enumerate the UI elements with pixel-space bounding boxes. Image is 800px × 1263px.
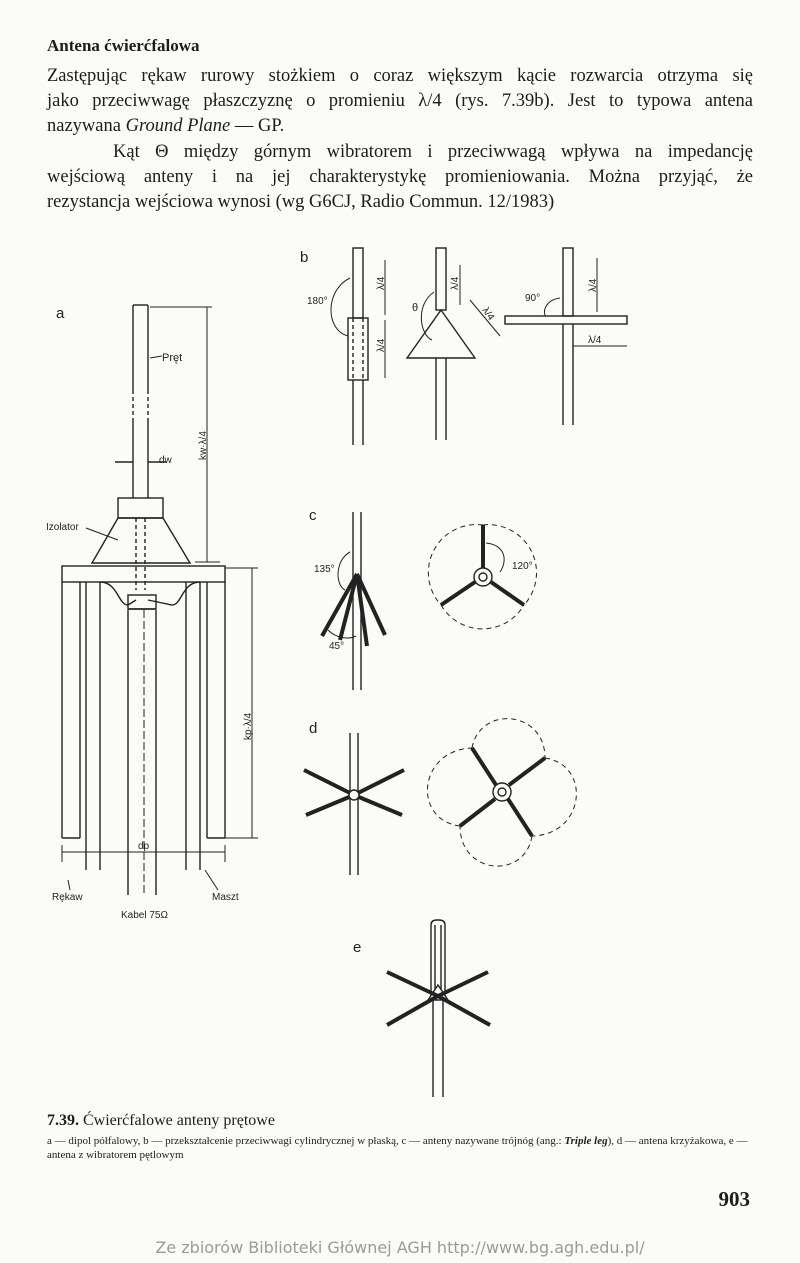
panel-c-label: c	[309, 507, 317, 524]
quarter-wave-label: λ/4	[450, 276, 461, 290]
caption-text: ), d — antena krzyżakowa, e — antena z w…	[47, 1135, 748, 1161]
panel-d-label: d	[309, 720, 317, 737]
quarter-wave-label: λ/4	[376, 338, 387, 352]
paragraph-1: Zastępując rękaw rurowy stożkiem o coraz…	[47, 64, 753, 139]
figure-panel-a	[61, 304, 258, 895]
angle-theta-label: θ	[412, 302, 418, 314]
dw-label: dw	[159, 455, 173, 466]
quarter-wave-label: λ/4	[588, 278, 599, 292]
panel-a-label: a	[56, 305, 65, 322]
caption-text: a — dipol półfalowy, b — przekształcenie…	[47, 1135, 565, 1147]
dp-label: dp	[138, 841, 150, 852]
paragraph-2: Kąt Θ między górnym wibratorem i przeciw…	[47, 140, 753, 215]
caption-italic: Triple leg	[564, 1135, 608, 1147]
figure-panel-c	[320, 512, 537, 690]
panel-e-label: e	[353, 939, 361, 956]
paragraph-line: Zastępując rękaw rurowy stożkiem o coraz…	[47, 66, 753, 86]
figure-panel-b	[330, 247, 628, 445]
panel-b-label: b	[300, 249, 308, 266]
paragraph-line: jako przeciwwagę płaszczyznę o promieniu…	[47, 91, 753, 111]
quarter-wave-label: λ/4	[588, 335, 602, 346]
mast-label: Maszt	[212, 892, 239, 903]
kp-label: kp·λ/4	[243, 712, 254, 740]
paragraph-line: rezystancja wejściowa wynosi (wg G6CJ, R…	[47, 192, 555, 212]
rod-label: Pręt	[162, 352, 182, 364]
figure-panel-e	[386, 919, 491, 1097]
angle-180-label: 180°	[307, 296, 328, 307]
insulator-label: Izolator	[46, 522, 79, 533]
quarter-wave-label: λ/4	[480, 305, 497, 323]
angle-90-label: 90°	[525, 293, 540, 304]
cable-label: Kabel 75Ω	[121, 910, 168, 921]
paragraph-text: — GP.	[230, 116, 285, 136]
quarter-wave-label: λ/4	[376, 276, 387, 290]
angle-120-label: 120°	[512, 561, 533, 572]
angle-135-label: 135°	[314, 564, 335, 575]
figure-number: 7.39.	[47, 1112, 79, 1129]
ground-plane-term: Ground Plane	[125, 116, 231, 136]
paragraph-text: nazywana	[47, 116, 121, 136]
paragraph-line: Kąt Θ między górnym wibratorem i przeciw…	[113, 142, 753, 162]
figure-caption-text: a — dipol półfalowy, b — przekształcenie…	[47, 1134, 753, 1162]
section-heading: Antena ćwierćfalowa	[47, 36, 200, 55]
figure-caption-title: 7.39. Ćwierćfalowe anteny prętowe	[47, 1112, 275, 1130]
sleeve-label: Rękaw	[52, 892, 83, 903]
paragraph-line: nazywana Ground Plane — GP.	[47, 114, 753, 139]
page-number: 903	[718, 1187, 751, 1211]
angle-45-label: 45°	[329, 641, 344, 652]
library-footer: Ze zbiorów Biblioteki Głównej AGH http:/…	[155, 1238, 645, 1257]
paragraph-line: wejściową anteny i na jej charakterystyk…	[47, 167, 753, 187]
figure-title: Ćwierćfalowe anteny prętowe	[83, 1112, 275, 1129]
kw-label: kw·λ/4	[198, 431, 209, 460]
figure-panel-d	[303, 718, 577, 875]
